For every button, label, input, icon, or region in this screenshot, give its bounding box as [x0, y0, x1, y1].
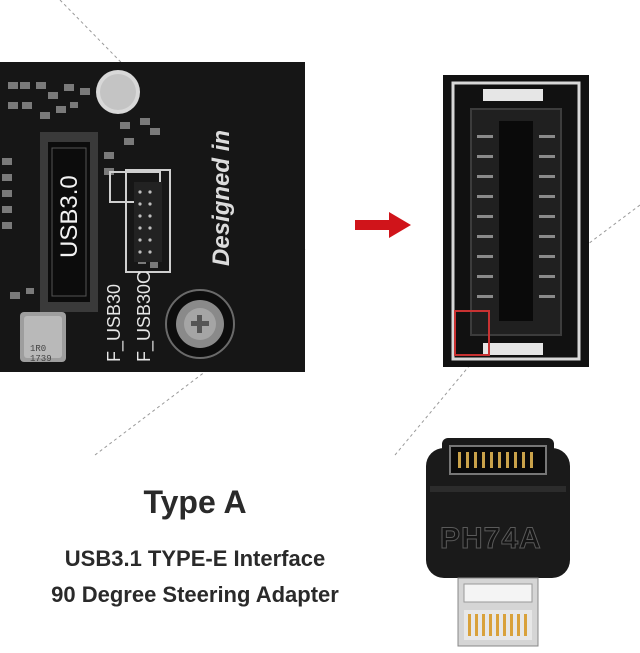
usb30-connector-label: USB3.0	[56, 175, 83, 258]
product-type-title: Type A	[143, 484, 247, 520]
f-usb30-label: F_USB30	[104, 283, 124, 362]
key-notch-highlight	[454, 310, 490, 356]
inductor-line-2: 1739	[30, 354, 52, 364]
adapter-photo: PH74A	[420, 438, 576, 648]
socket-details	[451, 81, 581, 361]
arrow-right-icon	[355, 212, 411, 238]
adapter-model-text: PH74A	[440, 522, 542, 556]
f-usb30c-label: F_USB30C	[134, 270, 154, 362]
designed-in-text: Designed in	[208, 129, 235, 266]
adapter-body	[426, 438, 570, 647]
caption-line-1: USB3.1 TYPE-E Interface	[64, 546, 326, 571]
motherboard-photo: USB3.0 Designed in F_USB30 F_USB30C 1R0 …	[0, 62, 305, 372]
inductor-line-1: 1R0	[30, 344, 47, 354]
pcb-details	[2, 70, 235, 362]
inductor-text: 1R0 1739	[30, 344, 52, 364]
socket-photo	[443, 75, 589, 367]
caption-line-2: 90 Degree Steering Adapter	[51, 582, 339, 607]
